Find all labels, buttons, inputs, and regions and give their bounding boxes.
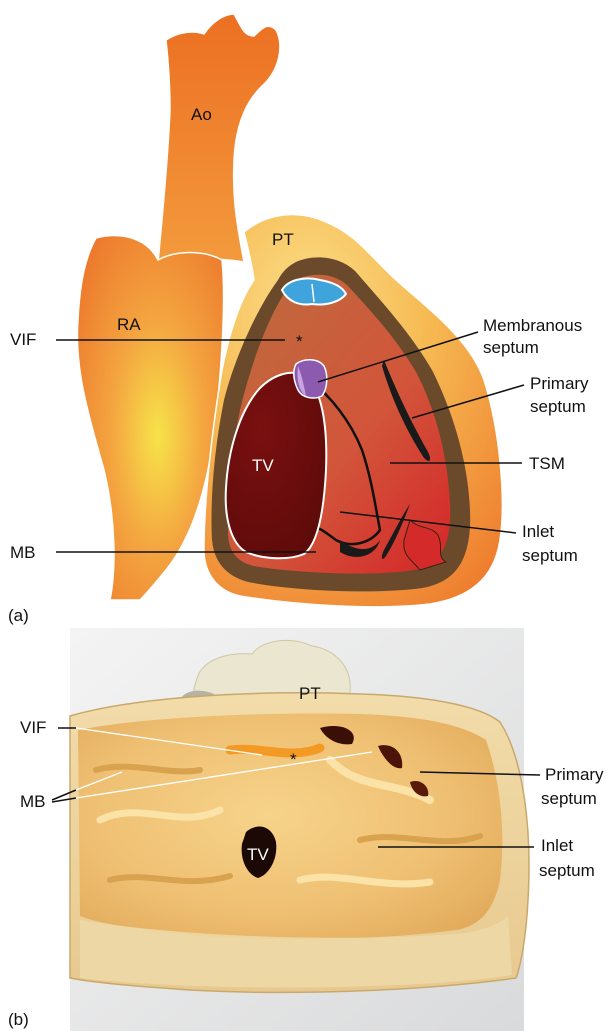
callout-vif-b: VIF <box>20 718 46 737</box>
callout-inlet-b-line2: septum <box>539 861 595 880</box>
callout-primary-b-line2: septum <box>541 789 597 808</box>
callout-tsm: TSM <box>529 454 565 473</box>
label-pt-b: PT <box>299 684 321 703</box>
callout-inlet-a-line1: Inlet <box>522 522 554 541</box>
panel-label-b: (b) <box>8 1010 29 1029</box>
callout-inlet-b-line1: Inlet <box>541 836 573 855</box>
callout-primary-a-line1: Primary <box>530 374 589 393</box>
callout-inlet-a-line2: septum <box>522 546 578 565</box>
callout-membranous-line2: septum <box>483 338 539 357</box>
label-pt-a: PT <box>272 230 294 249</box>
label-asterisk-a: * <box>296 332 303 351</box>
label-ra: RA <box>117 315 141 334</box>
photo-specimen-cavity <box>78 714 502 940</box>
callout-primary-a-line2: septum <box>530 397 586 416</box>
label-ao: Ao <box>191 105 212 124</box>
panel-label-a: (a) <box>8 606 29 625</box>
label-tv-a: TV <box>252 456 274 475</box>
callout-mb-a: MB <box>10 543 36 562</box>
callout-mb-b: MB <box>20 792 46 811</box>
callout-vif-a: VIF <box>10 330 36 349</box>
label-tv-b: TV <box>247 845 269 864</box>
callout-primary-b-line1: Primary <box>545 765 604 784</box>
panel-a-illustration <box>77 14 502 607</box>
label-asterisk-b: * <box>290 750 297 769</box>
right-atrium-shape <box>77 236 223 600</box>
callout-membranous-line1: Membranous <box>483 316 582 335</box>
